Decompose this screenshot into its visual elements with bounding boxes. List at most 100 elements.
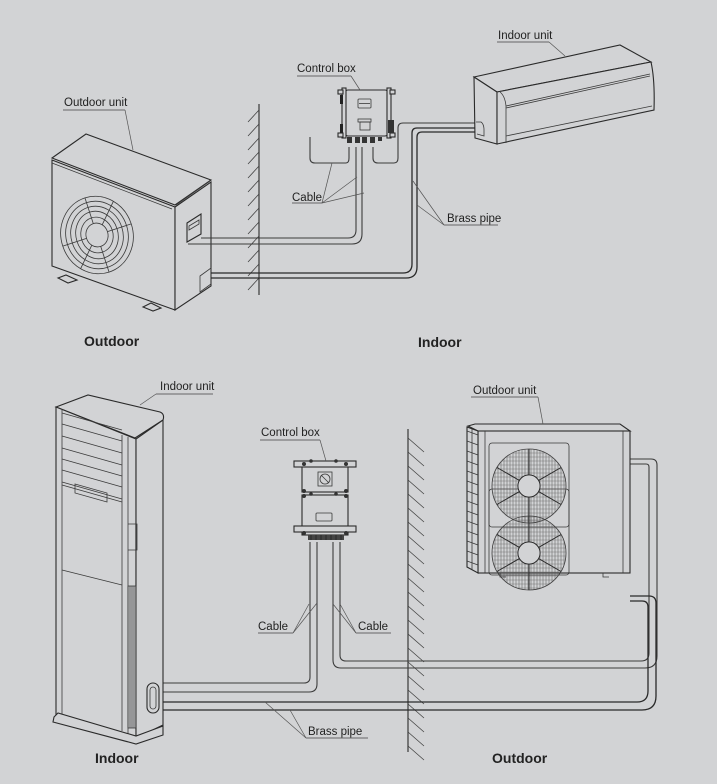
outdoor-unit-top xyxy=(50,133,213,206)
hatch-line xyxy=(407,661,425,677)
section-label-indoor: Indoor xyxy=(95,750,139,766)
wall-hatching xyxy=(407,437,425,761)
leader-line xyxy=(412,180,445,226)
coil-fin xyxy=(466,450,479,456)
hatch-line xyxy=(407,549,425,565)
indoor-unit-front xyxy=(496,61,655,145)
fan-grille-icon xyxy=(491,515,567,591)
brass-pipe-bottom xyxy=(163,600,649,703)
indoor-unit-bottom xyxy=(505,105,653,137)
label-text: Control box xyxy=(297,63,356,75)
coil-fin xyxy=(466,520,479,526)
bottom-diagram: Indoor unit Control box Outdoor unit Cab… xyxy=(52,381,658,766)
hatch-line xyxy=(407,731,425,747)
coil-fins xyxy=(466,429,479,570)
hatch-line xyxy=(247,263,260,277)
leader-line xyxy=(124,109,134,151)
hatch-line xyxy=(407,535,425,551)
bottom-label-outdoor-unit: Outdoor unit xyxy=(471,385,544,425)
coil-fin xyxy=(466,540,479,546)
pipe-port xyxy=(199,267,212,293)
side-panel xyxy=(128,523,138,551)
coil-fin xyxy=(466,530,479,536)
label-text: Control box xyxy=(261,427,320,439)
hatch-line xyxy=(407,563,425,579)
fan-grille-icon xyxy=(60,195,134,275)
bottom-outdoor-unit xyxy=(466,423,632,591)
leader-line xyxy=(264,701,307,739)
cable-control-outdoor-2 xyxy=(339,463,650,662)
hatch-line xyxy=(247,207,260,221)
mount-tab xyxy=(337,132,344,138)
indoor-unit-vane xyxy=(505,75,651,109)
top-label-indoor-unit: Indoor unit xyxy=(497,30,566,57)
wall-hatching xyxy=(247,109,260,291)
hatch-line xyxy=(407,647,425,663)
hatch-line xyxy=(247,165,260,179)
hatch-line xyxy=(407,717,425,733)
cable-control-outdoor xyxy=(332,458,658,669)
indoor-unit-front xyxy=(55,406,137,739)
cable-control-indoor-2 xyxy=(163,542,318,693)
hatch-line xyxy=(407,493,425,509)
mount-tab xyxy=(389,132,396,138)
leader-line xyxy=(292,602,318,634)
top-label-control-box: Control box xyxy=(297,63,361,91)
unit-foot xyxy=(56,274,79,284)
outdoor-unit-side-coil xyxy=(466,426,479,574)
no-symbol-icon xyxy=(319,473,331,485)
hatch-line xyxy=(407,577,425,593)
indoor-unit-display xyxy=(74,483,108,503)
bottom-label-indoor-unit: Indoor unit xyxy=(139,381,215,406)
hatch-line xyxy=(247,193,260,207)
hatch-line xyxy=(247,221,260,235)
bottom-label-brass-pipe: Brass pipe xyxy=(264,701,368,739)
section-label-indoor: Indoor xyxy=(418,334,462,350)
bottom-label-cable-left: Cable xyxy=(258,602,318,634)
leader-line xyxy=(332,603,357,634)
control-box-body xyxy=(344,89,389,137)
terminal-cover xyxy=(359,121,371,131)
top-control-box xyxy=(337,87,396,143)
coil-fin xyxy=(466,510,479,516)
display-window xyxy=(357,98,372,109)
hatch-line xyxy=(407,521,425,537)
fan-grille-icon xyxy=(491,448,567,524)
leader-line xyxy=(319,439,327,462)
top-outdoor-unit xyxy=(50,133,213,312)
side-connector xyxy=(388,120,394,133)
screws xyxy=(302,459,348,535)
coil-fin xyxy=(466,550,479,556)
cable-glands xyxy=(347,137,382,143)
label-text: Outdoor unit xyxy=(64,97,128,109)
cable-outdoor-control-2 xyxy=(188,147,363,245)
hatch-line xyxy=(407,479,425,495)
top-indoor-unit xyxy=(472,44,655,145)
leader-line xyxy=(548,41,566,57)
unit-foot xyxy=(141,302,163,312)
hatch-line xyxy=(407,619,425,635)
display-window xyxy=(315,512,333,522)
hatch-line xyxy=(247,179,260,193)
hatch-line xyxy=(407,703,425,719)
outdoor-unit-edge xyxy=(51,162,173,210)
label-text: Cable xyxy=(258,621,288,633)
leader-line xyxy=(350,75,361,91)
panel-divider xyxy=(61,569,123,586)
coil-fin xyxy=(466,560,479,566)
outdoor-unit-edge xyxy=(175,180,211,206)
outdoor-unit-top xyxy=(466,423,632,432)
mount-tab xyxy=(389,89,396,95)
mount-bracket xyxy=(293,460,357,468)
brass-pipe-top xyxy=(211,127,476,274)
hatch-line xyxy=(407,507,425,523)
leader-line xyxy=(139,393,157,406)
label-text: Brass pipe xyxy=(308,726,362,738)
mount-bracket xyxy=(293,525,357,533)
leader-line xyxy=(292,603,310,634)
control-box-flange xyxy=(386,87,392,139)
label-text: Indoor unit xyxy=(498,30,553,42)
section-label-outdoor: Outdoor xyxy=(492,750,548,766)
leader-line xyxy=(537,396,544,425)
label-text: Cable xyxy=(358,621,388,633)
